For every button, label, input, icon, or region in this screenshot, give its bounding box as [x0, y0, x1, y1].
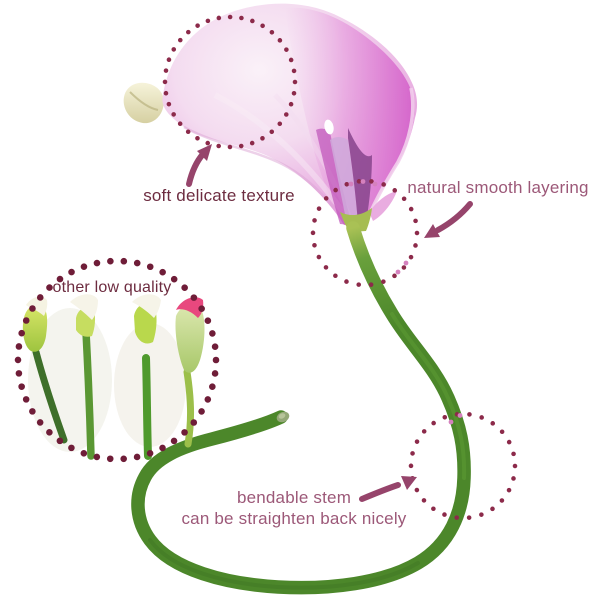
callout-arrow-texture: [186, 144, 212, 187]
dotted-circle-layering: [310, 178, 420, 288]
dotted-circle-pink-dots: [348, 179, 463, 425]
spathe-white-notch: [324, 119, 334, 135]
flower-stem: [131, 221, 471, 595]
funnel-lavender-center: [330, 137, 358, 224]
label-soft-texture: soft delicate texture: [143, 186, 295, 205]
stem-curve: [131, 221, 471, 595]
low-quality-flowers-photo: [22, 294, 205, 460]
label-bendable-stem: bendable stem can be straighten back nic…: [163, 487, 425, 529]
callout-arrow-bendable: [359, 476, 417, 502]
funnel-purple-fold: [348, 128, 372, 224]
low-quality-flower-1: [22, 296, 68, 444]
dotted-circle-comparison: [14, 257, 220, 463]
label-smooth-layering: natural smooth layering: [407, 178, 589, 197]
spathe-bottom-flap: [369, 191, 397, 221]
label-low-quality: other low quality: [52, 279, 172, 296]
label-bendable-line2: can be straighten back nicely: [181, 509, 407, 528]
dotted-circle-bendable: [408, 411, 518, 521]
dotted-circle-texture: [162, 14, 298, 150]
low-quality-flower-3: [132, 294, 161, 460]
low-quality-flower-4: [175, 297, 205, 448]
callout-arrow-layering: [424, 201, 473, 238]
calla-lily-flower: [123, 3, 418, 232]
low-quality-flower-2: [70, 294, 98, 460]
label-bendable-line1: bendable stem: [236, 488, 352, 507]
spathe-magenta-shading: [285, 7, 415, 226]
